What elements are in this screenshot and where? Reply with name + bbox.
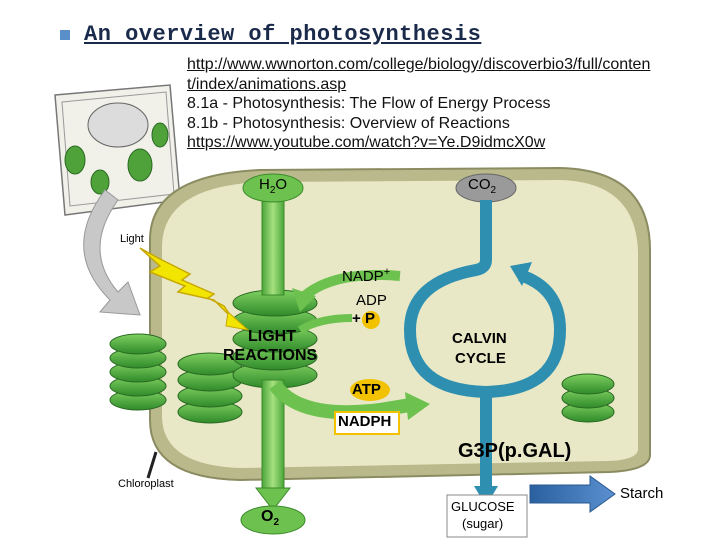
atp-highlight — [350, 379, 390, 401]
calvin-label-1: CALVIN — [452, 330, 507, 347]
plus-p-label: + P — [352, 310, 375, 327]
adp-arrow — [297, 314, 353, 334]
animation-8-1b-label: 8.1b - Photosynthesis: Overview of React… — [187, 114, 510, 132]
slide-title: An overview of photosynthesis — [84, 22, 482, 47]
chloroplast-pointer — [146, 451, 158, 479]
nadp-label: NADP+ — [342, 266, 391, 285]
h2o-label: H2O — [259, 176, 288, 196]
link-youtube[interactable]: https://www.youtube.com/watch?v=Ye.D9idm… — [187, 134, 546, 151]
o2-bubble — [240, 505, 306, 535]
slide-header: An overview of photosynthesis — [60, 22, 481, 47]
light-reactions-label-2: REACTIONS — [223, 347, 318, 364]
o2-label: O2 — [261, 508, 280, 529]
atp-nadph-arrow — [269, 380, 412, 420]
calvin-cycle-loop — [403, 200, 567, 399]
glucose-box — [446, 494, 528, 538]
zoom-arrow-icon — [83, 189, 141, 316]
glucose-label-2: (sugar) — [462, 516, 504, 531]
starch-arrow — [529, 475, 616, 513]
link-norton-part1[interactable]: http://www.wwnorton.com/college/biology/… — [187, 56, 651, 73]
co2-label: CO2 — [468, 176, 497, 196]
adp-label: ADP — [356, 292, 387, 309]
bullet-square-icon — [60, 29, 70, 40]
thylakoid-stack-left — [109, 333, 167, 411]
glucose-label-1: GLUCOSE — [451, 499, 515, 514]
nadph-label: NADPH — [338, 413, 392, 430]
water-input-arrow — [261, 194, 285, 296]
thylakoid-stack-middle-left — [177, 352, 243, 424]
link-norton-part2[interactable]: t/index/animations.asp — [187, 75, 347, 93]
starch-label: Starch — [620, 485, 664, 502]
calvin-label-2: CYCLE — [455, 350, 506, 367]
atp-label: ATP — [352, 381, 381, 398]
animation-8-1a-label: 8.1a - Photosynthesis: The Flow of Energ… — [187, 95, 551, 112]
g3p-label: G3P(p.GAL) — [458, 440, 572, 462]
thylakoid-stack-right — [561, 373, 615, 423]
chloroplast-label: Chloroplast — [118, 478, 174, 490]
resource-links: http://www.wwnorton.com/college/biology/… — [187, 55, 717, 153]
nadph-box — [334, 411, 400, 435]
light-reactions-label-1: LIGHT — [248, 328, 296, 345]
phosphate-circle — [362, 311, 380, 329]
light-label: Light — [120, 233, 144, 245]
h2o-bubble — [242, 173, 304, 203]
